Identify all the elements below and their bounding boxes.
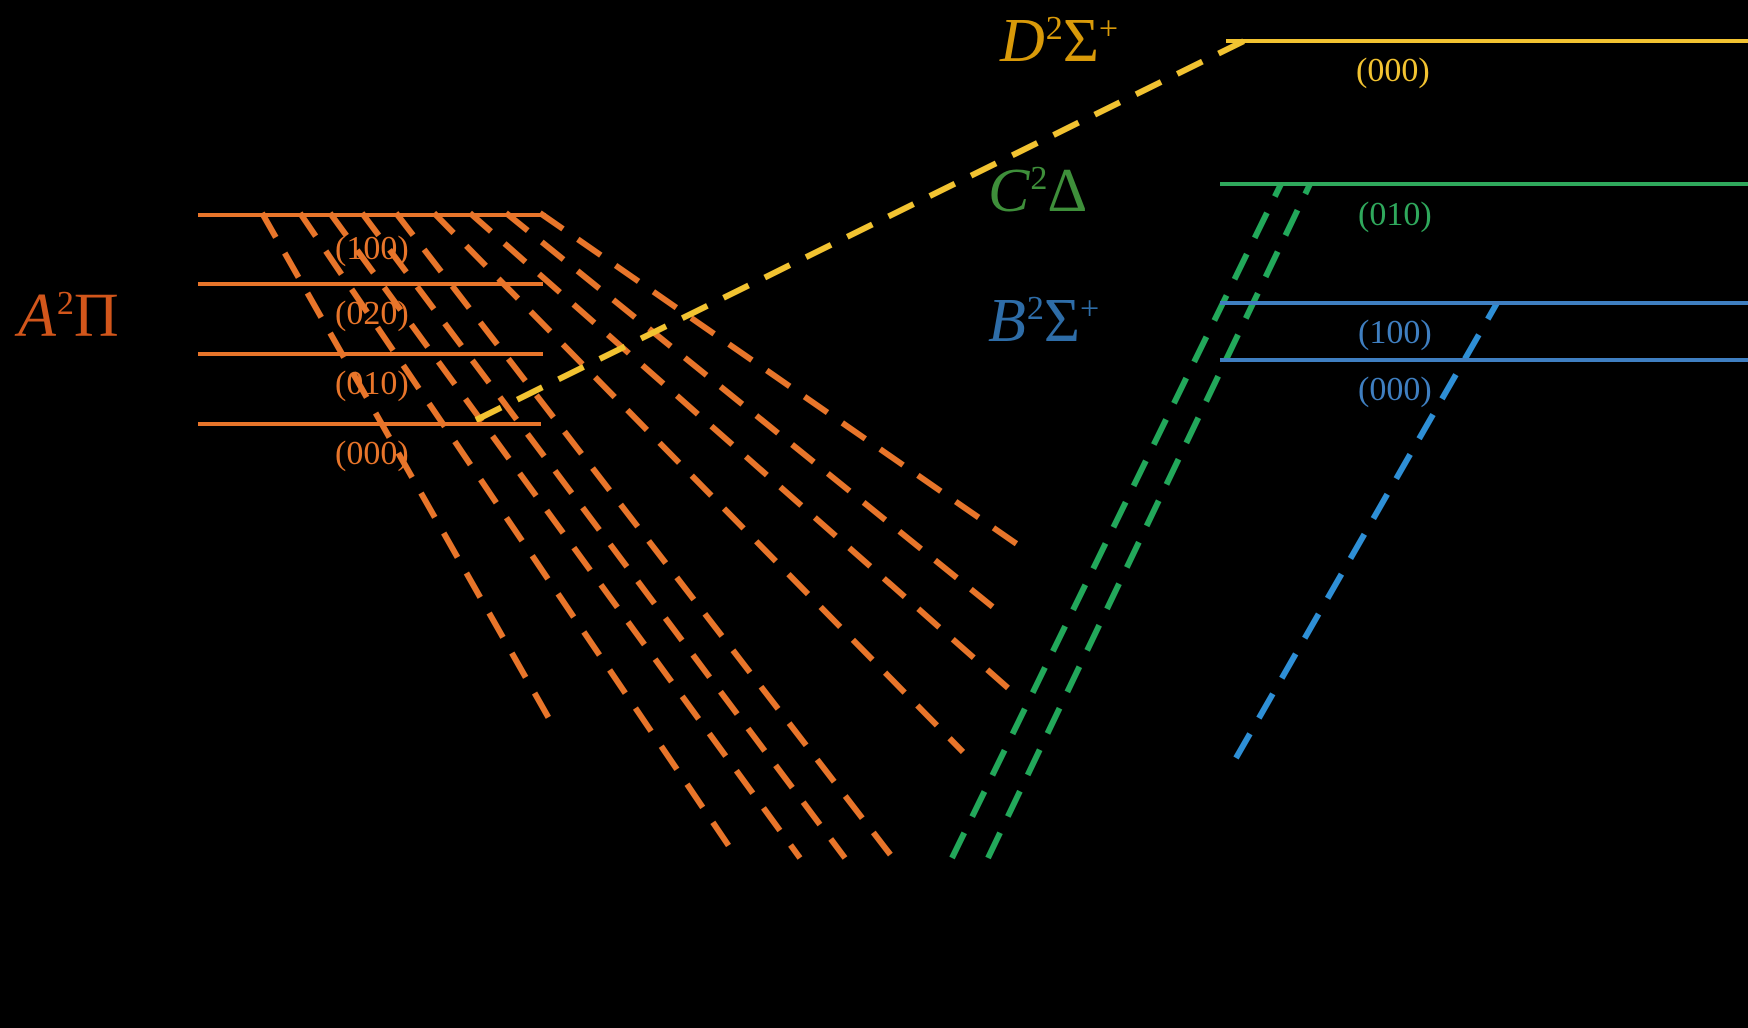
vibrational-label-D-000: (000) <box>1356 52 1430 89</box>
state-label-A: A2Π <box>18 285 119 347</box>
state-multiplicity-B: 2 <box>1026 290 1044 328</box>
transition-line-d-1 <box>474 38 1246 423</box>
energy-level-lines <box>198 39 1748 426</box>
state-label-D: D2Σ+ <box>1000 10 1118 72</box>
state-label-B: B2Σ+ <box>988 290 1099 352</box>
state-term-symbol-C: Δ <box>1047 157 1088 225</box>
state-letter-C: C <box>988 157 1030 225</box>
state-multiplicity-A: 2 <box>56 285 74 323</box>
transition-line-a-8 <box>504 210 1006 619</box>
state-letter-A: A <box>18 282 56 350</box>
state-charge-B: + <box>1080 290 1100 328</box>
transition-line-c-2 <box>985 182 1313 860</box>
vibrational-label-A-000: (000) <box>335 435 409 472</box>
state-term-symbol-D: Σ <box>1062 7 1099 75</box>
state-term-symbol-A: Π <box>73 282 119 350</box>
vibrational-label-A-010: (010) <box>335 365 409 402</box>
state-multiplicity-C: 2 <box>1030 160 1048 198</box>
transition-line-a-1 <box>259 211 554 724</box>
transition-line-a-3 <box>327 211 803 860</box>
vibrational-label-A-100: (100) <box>335 230 409 267</box>
transition-lines-b-state <box>1233 301 1500 760</box>
state-multiplicity-D: 2 <box>1045 10 1063 48</box>
state-term-symbol-B: Σ <box>1043 287 1081 355</box>
transition-lines-d-state <box>474 38 1246 423</box>
transition-line-a-9 <box>538 210 1026 552</box>
transition-line-a-7 <box>468 210 1010 691</box>
transition-line-a-2 <box>297 211 740 860</box>
state-letter-D: D <box>1000 7 1045 75</box>
vibrational-label-A-020: (020) <box>335 295 409 332</box>
state-label-C: C2Δ <box>988 160 1087 222</box>
transition-line-b-1 <box>1233 301 1500 760</box>
transition-lines-c-state <box>949 182 1313 860</box>
vibrational-label-C-010: (010) <box>1358 196 1432 233</box>
transition-line-a-4 <box>359 211 848 860</box>
transition-lines-a-state <box>259 210 1026 860</box>
transition-line-c-1 <box>949 182 1284 860</box>
vibrational-label-B-100: (100) <box>1358 314 1432 351</box>
transition-line-a-6 <box>431 210 966 755</box>
state-charge-D: + <box>1098 10 1119 48</box>
state-letter-B: B <box>988 287 1026 355</box>
transition-line-a-5 <box>393 211 896 860</box>
vibrational-label-B-000: (000) <box>1358 371 1432 408</box>
